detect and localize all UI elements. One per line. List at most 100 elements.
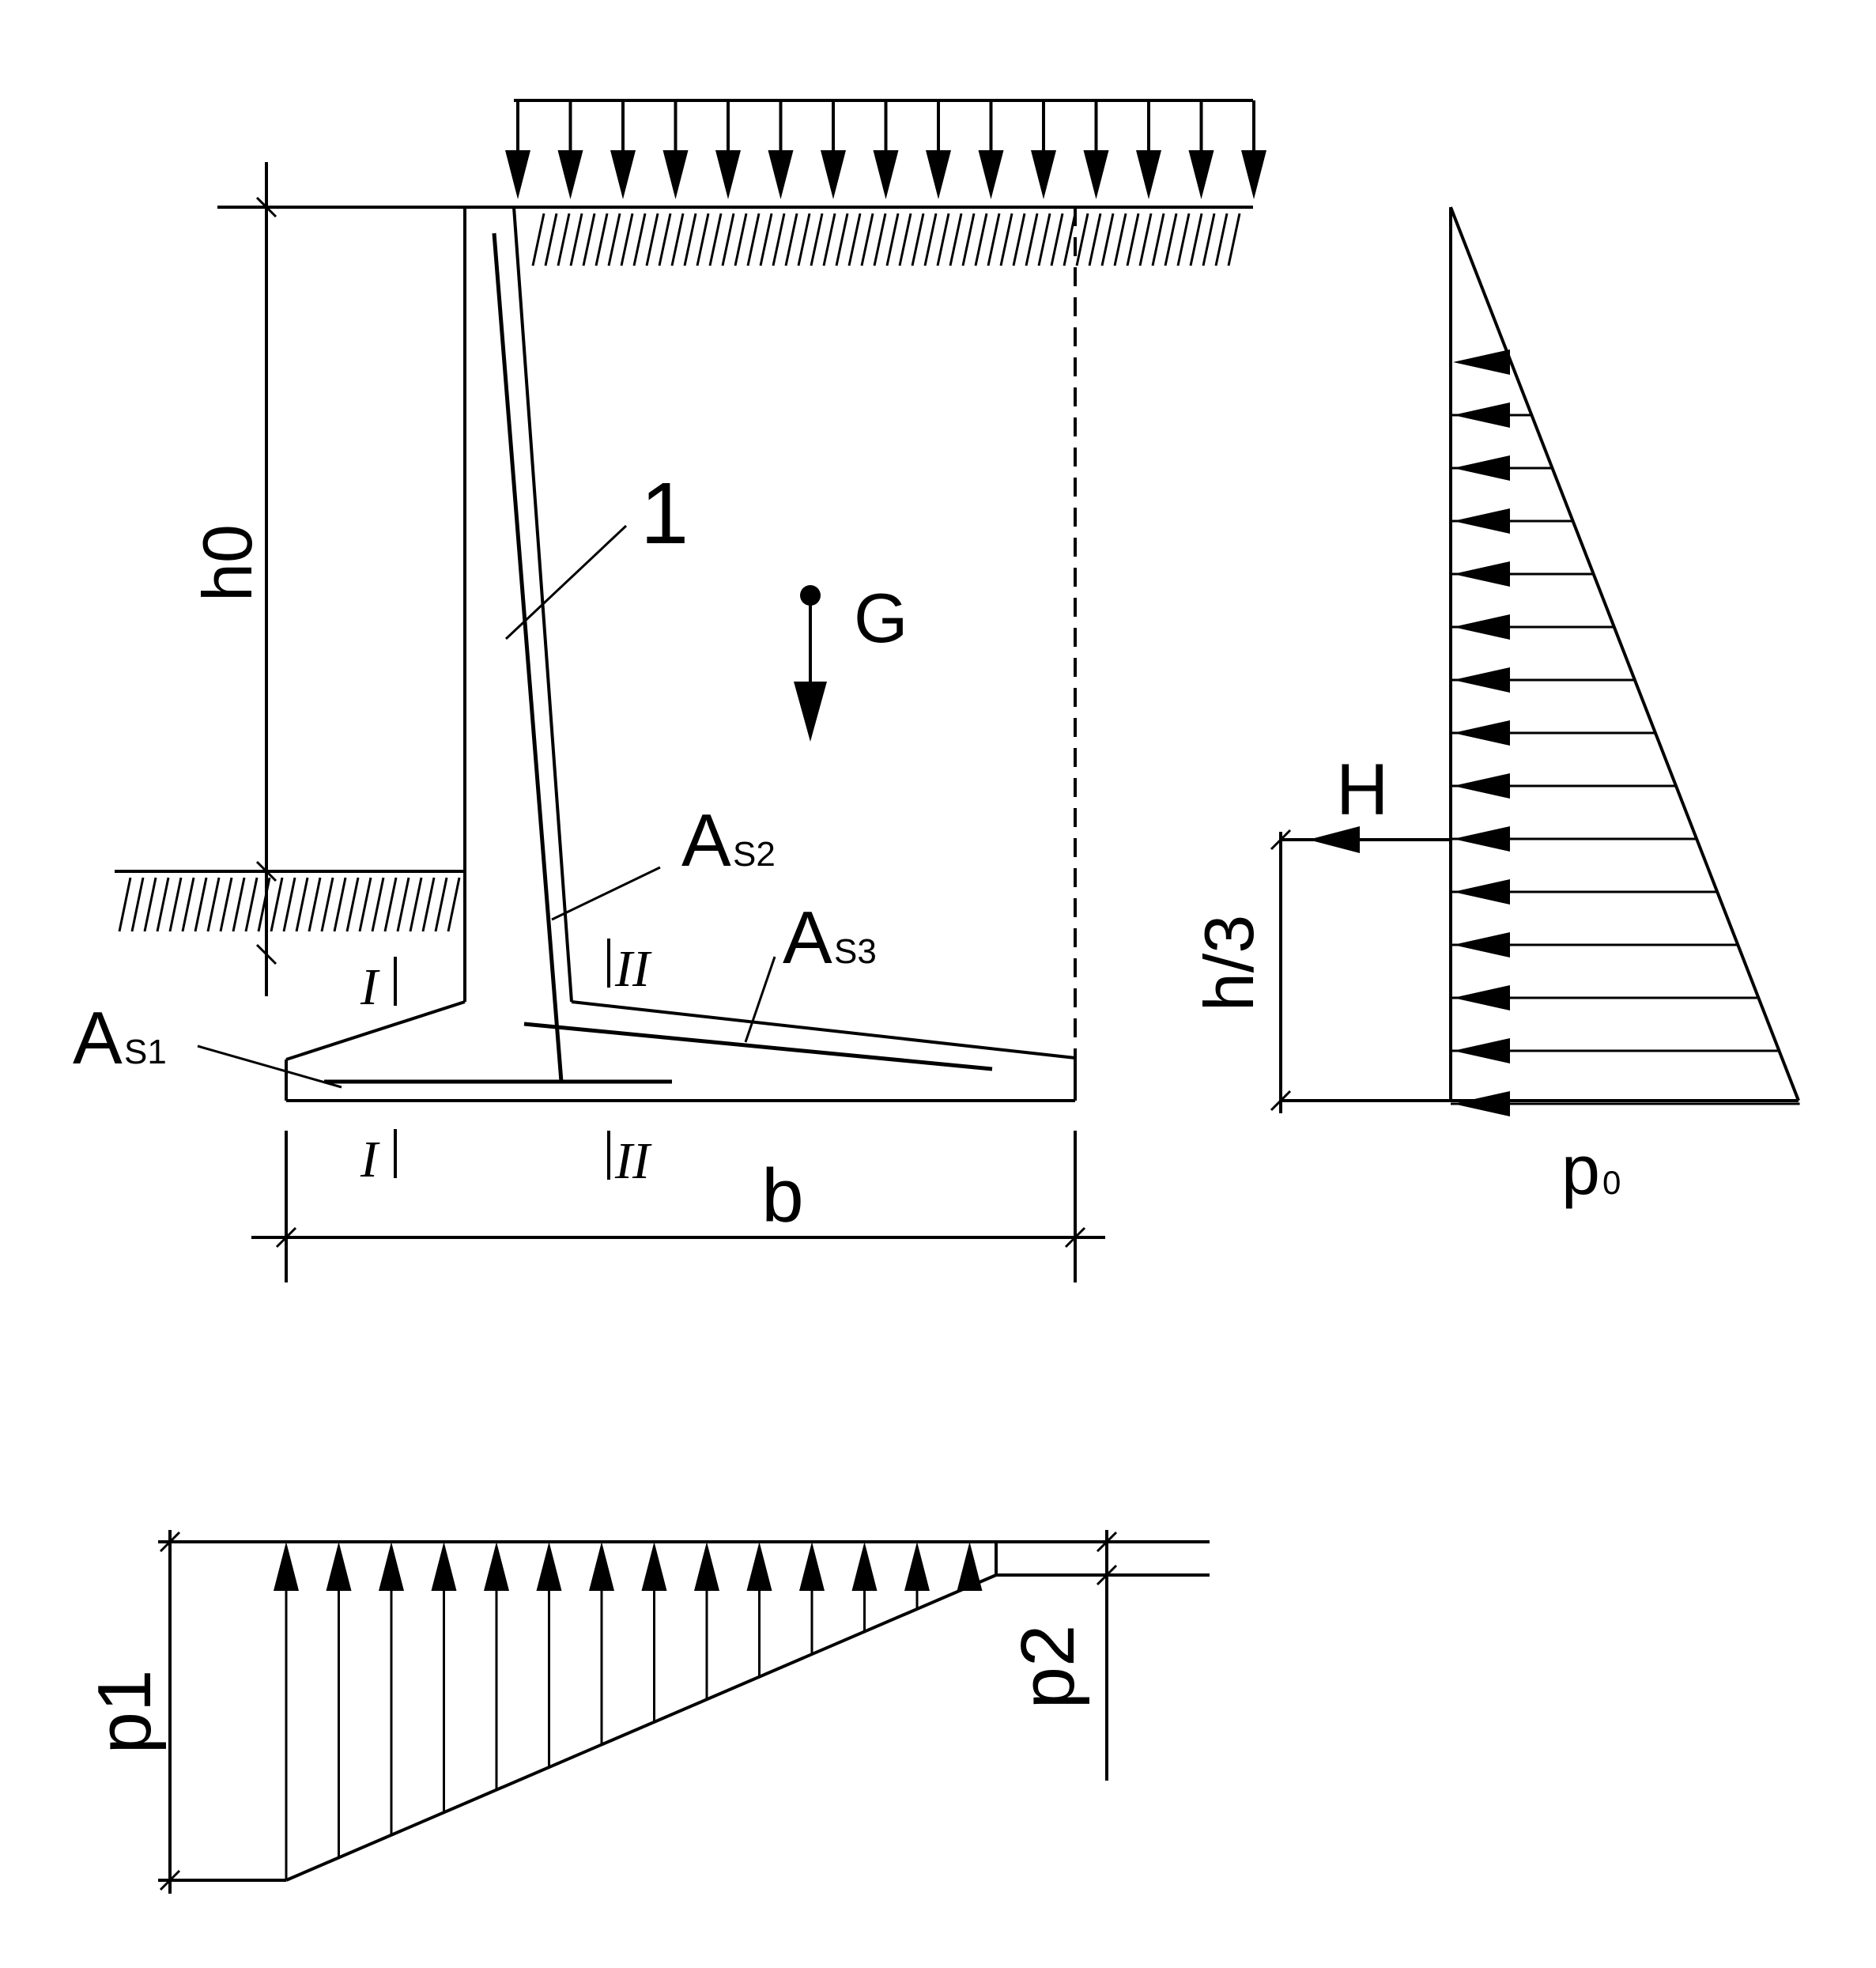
- hatch-stroke: [696, 213, 710, 266]
- earth-pressure-diagram: H h/3 p 0: [1190, 206, 1800, 1209]
- p1-tick-top: [159, 1531, 181, 1553]
- hatch-stroke: [847, 213, 862, 266]
- hatch-stroke: [447, 877, 461, 932]
- h0-tick-bottom: [255, 860, 277, 882]
- base-arrowhead: [799, 1542, 825, 1591]
- section-II-top: II: [614, 940, 652, 998]
- base-pressure-slope: [285, 1573, 997, 1882]
- p1-label: p1: [82, 1670, 167, 1755]
- b-tick-right: [1064, 1226, 1086, 1248]
- hatch-stroke: [358, 877, 372, 932]
- surcharge-arrowhead: [715, 150, 741, 199]
- As3-label-group: A S3: [744, 896, 877, 1043]
- hatch-front: [118, 877, 461, 932]
- base-arrowhead: [589, 1542, 614, 1591]
- surcharge-arrowhead: [1031, 150, 1056, 199]
- h3-tick-top: [1270, 829, 1292, 851]
- toe-top-slope: [285, 1000, 466, 1061]
- hatch-stroke: [784, 213, 798, 266]
- hatch-stroke: [557, 213, 571, 266]
- pressure-hypotenuse: [1449, 206, 1800, 1101]
- hatch-stroke: [421, 877, 436, 932]
- reinforcement: [324, 232, 993, 1084]
- pressure-arrowhead: [1453, 349, 1510, 375]
- p0-label-main: p: [1561, 1131, 1600, 1209]
- hatch-stroke: [923, 213, 938, 266]
- As1-leader: [197, 1044, 342, 1089]
- hatch-stroke: [974, 213, 988, 266]
- pressure-arrowhead: [1453, 614, 1510, 640]
- As2-label-main: A: [681, 799, 731, 882]
- As2-leader: [551, 866, 661, 921]
- hatch-stroke: [371, 877, 385, 932]
- p2-label: p2: [1006, 1625, 1090, 1709]
- hatch-stroke: [531, 213, 545, 266]
- hatch-stroke: [822, 213, 836, 266]
- base-pressure-diagram: p1 p2: [82, 1530, 1210, 1894]
- hatch-stroke: [270, 877, 284, 932]
- hatch-stroke: [683, 213, 697, 266]
- pressure-arrowhead: [1453, 879, 1510, 905]
- hatch-stroke: [1075, 213, 1089, 266]
- label-1: 1: [640, 465, 689, 562]
- hatch-stroke: [632, 213, 647, 266]
- hatch-stroke: [936, 213, 950, 266]
- base-arrowhead: [274, 1542, 299, 1591]
- hatch-stroke: [383, 877, 398, 932]
- hatch-stroke: [810, 213, 824, 266]
- hatch-stroke: [911, 213, 925, 266]
- heel-rebar-As3: [523, 1022, 993, 1071]
- hatch-stroke: [1126, 213, 1140, 266]
- As3-label-sub: S3: [834, 932, 877, 971]
- hatch-stroke: [595, 213, 609, 266]
- hatch-stroke: [1227, 213, 1241, 266]
- pressure-arrowhead: [1453, 826, 1510, 852]
- pressure-arrowhead: [1453, 455, 1510, 481]
- hatch-stroke: [835, 213, 849, 266]
- hatch-stroke: [333, 877, 347, 932]
- h0-dimension: h0: [188, 162, 277, 996]
- wall-outline: [217, 206, 1077, 1102]
- surcharge-arrowhead: [873, 150, 899, 199]
- pressure-arrowhead: [1453, 1038, 1510, 1063]
- p1-tick-bottom: [159, 1869, 181, 1891]
- backfill-ground-hatch: [514, 206, 1253, 266]
- base-arrowhead: [326, 1542, 352, 1591]
- h3-label: h/3: [1190, 915, 1268, 1011]
- hatch-stroke: [961, 213, 976, 266]
- surcharge-arrows: [505, 100, 1266, 199]
- hatch-stroke: [219, 877, 233, 932]
- pressure-arrowhead: [1453, 773, 1510, 799]
- base-arrowhead: [694, 1542, 719, 1591]
- As3-leader: [744, 956, 776, 1043]
- hatch-stroke: [320, 877, 334, 932]
- surcharge-arrowhead: [978, 150, 1004, 199]
- pressure-arrowhead: [1453, 720, 1510, 746]
- hatch-stroke: [168, 877, 183, 932]
- section-marks: I I II II: [360, 939, 652, 1190]
- pressure-arrowhead: [1453, 508, 1510, 534]
- hatch-stroke: [1088, 213, 1102, 266]
- surcharge-arrowhead: [1136, 150, 1161, 199]
- As3-label-main: A: [783, 896, 832, 979]
- pressure-arrowhead: [1453, 985, 1510, 1010]
- hatch-stroke: [569, 213, 583, 266]
- As2-label-sub: S2: [733, 835, 776, 874]
- hatch-stroke: [295, 877, 309, 932]
- base-arrowhead: [484, 1542, 509, 1591]
- gravity-arrowhead: [794, 682, 827, 742]
- hatch-stroke: [1151, 213, 1165, 266]
- surcharge-arrowhead: [505, 150, 530, 199]
- pressure-arrows: [1451, 349, 1800, 1116]
- surcharge-arrowhead: [1188, 150, 1214, 199]
- hatch-stroke: [544, 213, 558, 266]
- p2-tick-top: [1096, 1531, 1118, 1553]
- gravity-G: G: [794, 579, 908, 742]
- hatch-stroke: [746, 213, 761, 266]
- label-1-group: 1: [504, 465, 689, 640]
- hatch-stroke: [1063, 213, 1077, 266]
- As2-label-group: A S2: [551, 799, 776, 921]
- hatch-stroke: [156, 877, 170, 932]
- hatch-stroke: [721, 213, 735, 266]
- surcharge-load: [505, 99, 1266, 199]
